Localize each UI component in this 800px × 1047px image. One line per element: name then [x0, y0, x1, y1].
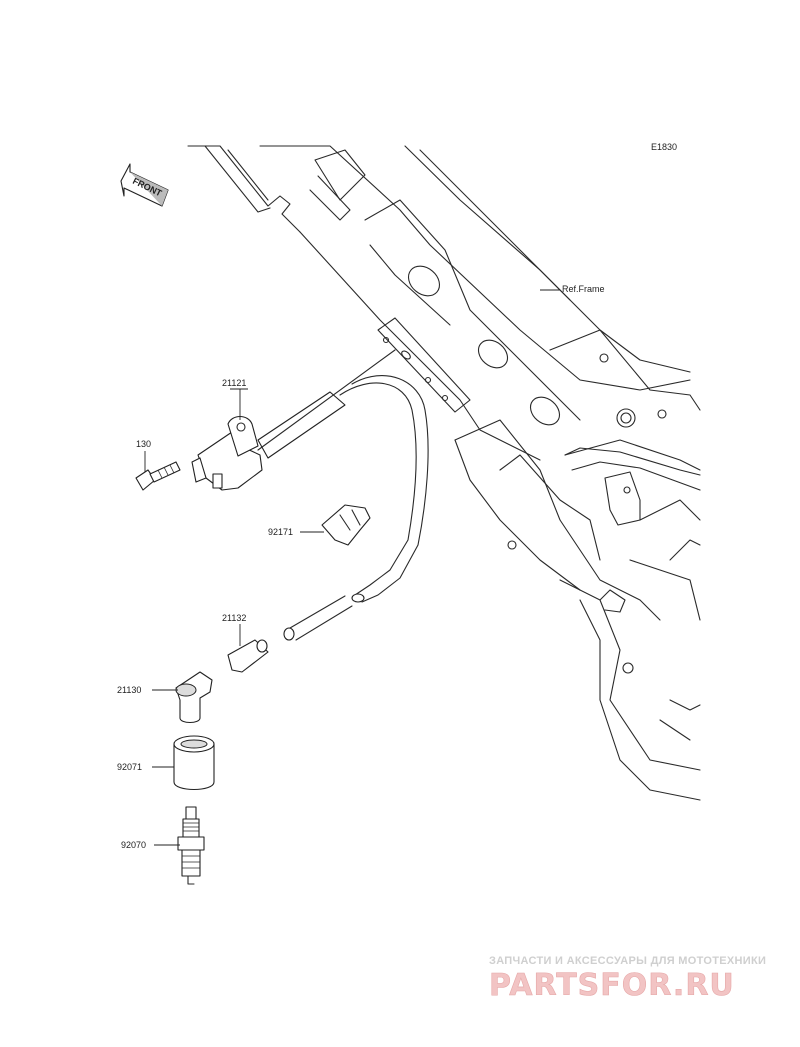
diagram-code: E1830 — [651, 142, 677, 152]
part-label-92070: 92070 — [121, 840, 146, 850]
plug-cap-21130 — [175, 671, 213, 724]
ignition-coil — [191, 349, 396, 491]
frame-outline — [187, 145, 701, 801]
watermark-tagline: ЗАПЧАСТИ И АКСЕССУАРЫ ДЛЯ МОТОТЕХНИКИ — [489, 955, 766, 967]
watermark-brand: PARTSFOR.RU — [489, 968, 735, 1003]
spark-plug-92070 — [177, 806, 205, 885]
front-arrow-icon: FRONT — [120, 163, 169, 207]
bolt-130 — [135, 461, 181, 491]
part-label-21130: 21130 — [117, 685, 141, 695]
cap-21132 — [227, 639, 269, 673]
high-tension-cable — [283, 375, 429, 641]
part-label-92071: 92071 — [117, 762, 142, 772]
part-label-92171: 92171 — [268, 527, 293, 537]
part-label-21121: 21121 — [222, 378, 246, 388]
part-label-130: 130 — [136, 439, 151, 449]
part-label-21132: 21132 — [222, 613, 246, 623]
boot-92071 — [173, 735, 215, 791]
clamp-92171 — [321, 504, 371, 546]
frame-ref-label: Ref.Frame — [562, 284, 605, 294]
